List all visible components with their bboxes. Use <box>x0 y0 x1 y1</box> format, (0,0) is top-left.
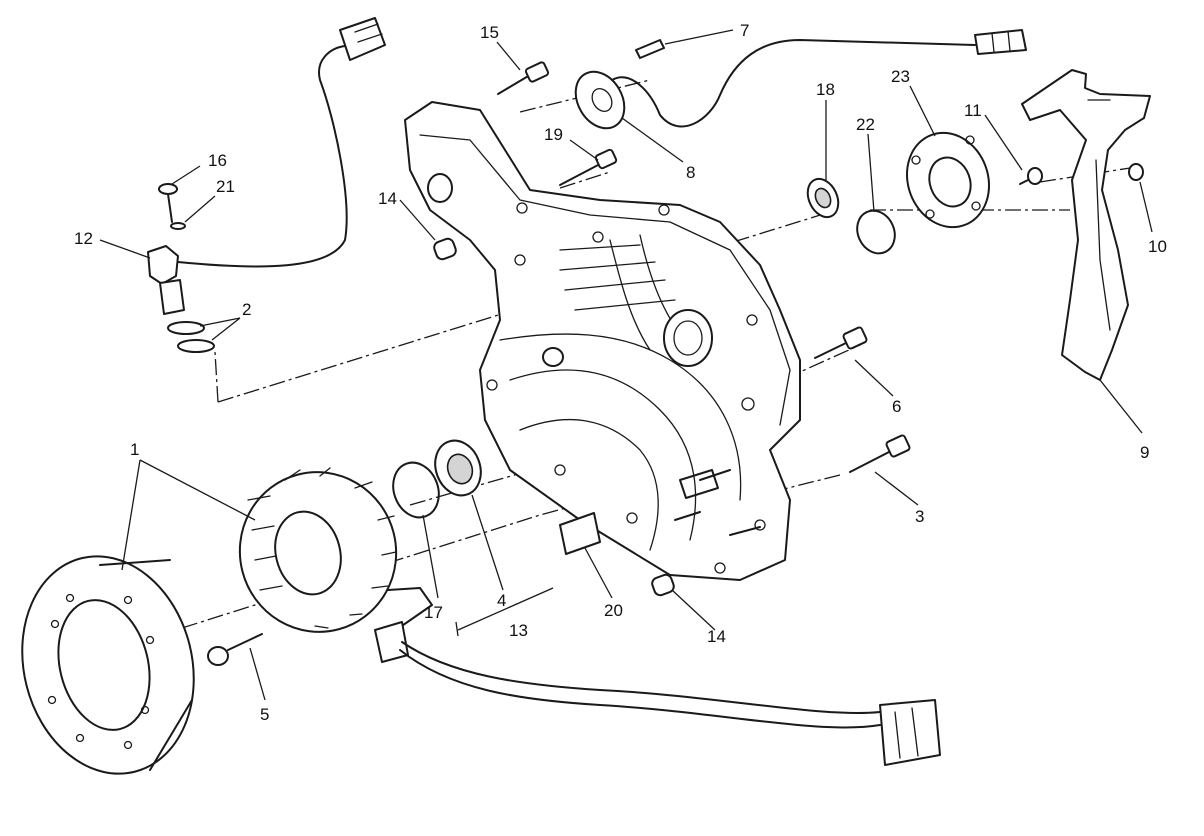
callout-14-lower: 14 <box>707 627 726 646</box>
callout-22: 22 <box>856 115 875 134</box>
callout-6: 6 <box>892 397 901 416</box>
screw-7 <box>635 39 665 59</box>
callout-4: 4 <box>497 591 506 610</box>
screw-19 <box>559 148 618 186</box>
callout-17: 17 <box>424 603 443 622</box>
screw-5 <box>207 633 263 666</box>
flywheel-rotor <box>21 555 195 775</box>
bearing-4 <box>434 439 482 497</box>
washer-21 <box>170 222 186 230</box>
leader-lines <box>99 29 1153 701</box>
screw-3 <box>849 434 911 473</box>
callout-14-upper: 14 <box>378 189 397 208</box>
screw-11 <box>1019 167 1043 185</box>
screw-15 <box>497 61 550 95</box>
circlip-17 <box>392 461 440 519</box>
callout-7: 7 <box>740 21 749 40</box>
speed-sensor <box>147 17 386 315</box>
plate-20 <box>559 512 601 555</box>
callout-2: 2 <box>242 300 251 319</box>
callout-13: 13 <box>509 621 528 640</box>
callout-8: 8 <box>686 163 695 182</box>
neutral-sensor-8 <box>574 29 1027 130</box>
callout-labels: 1 2 3 4 5 6 7 8 9 10 11 12 13 14 14 15 1… <box>74 21 1167 724</box>
dowel-14-upper <box>433 237 457 261</box>
circlip-22 <box>856 209 896 255</box>
screw-6 <box>814 326 868 359</box>
generator-cover <box>404 101 801 581</box>
callout-19: 19 <box>544 125 563 144</box>
callout-20: 20 <box>604 601 623 620</box>
callout-15: 15 <box>480 23 499 42</box>
callout-5: 5 <box>260 705 269 724</box>
callout-21: 21 <box>216 177 235 196</box>
bracket-9 <box>1021 69 1151 381</box>
screw-10 <box>1128 163 1144 181</box>
stator-harness <box>374 621 941 766</box>
dowel-14-lower <box>651 573 675 597</box>
callout-3: 3 <box>915 507 924 526</box>
callout-23: 23 <box>891 67 910 86</box>
callout-16: 16 <box>208 151 227 170</box>
cover-plate-23 <box>905 131 991 229</box>
oil-seal-18 <box>806 177 840 219</box>
callout-1: 1 <box>130 440 139 459</box>
o-rings-2 <box>167 321 215 353</box>
callout-10: 10 <box>1148 237 1167 256</box>
callout-18: 18 <box>816 80 835 99</box>
callout-12: 12 <box>74 229 93 248</box>
stator <box>238 467 433 633</box>
callout-11: 11 <box>964 101 982 120</box>
screw-16 <box>158 183 178 223</box>
callout-9: 9 <box>1140 443 1149 462</box>
